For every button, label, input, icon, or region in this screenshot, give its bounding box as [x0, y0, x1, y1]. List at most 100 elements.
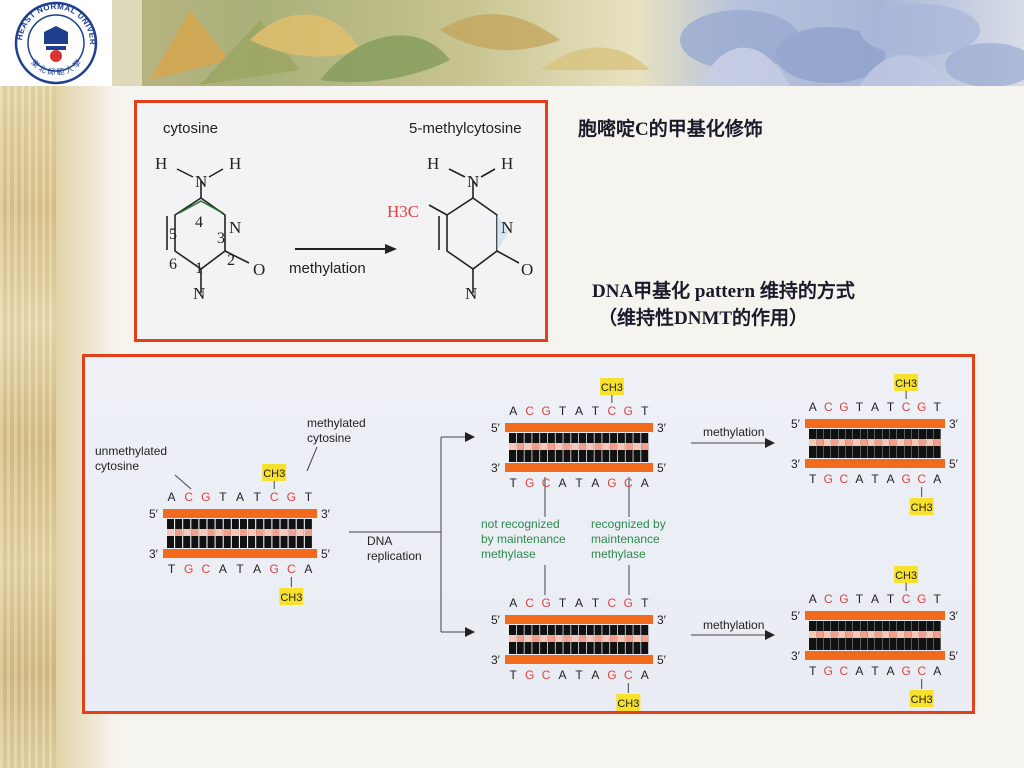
daughter-duplex-bottom-bottom-base-2: C — [542, 668, 551, 682]
svg-text:1: 1 — [195, 260, 203, 277]
methylated-duplex-top-top-base-6: C — [902, 400, 911, 414]
daughter-duplex-bottom-top-base-0: A — [509, 596, 517, 610]
methylated-duplex-bottom-rung-mid-4 — [838, 631, 846, 638]
dna-replication-svg: unmethylated cytosine methylated cytosin… — [95, 374, 959, 711]
svg-text:H: H — [229, 154, 241, 173]
daughter-duplex-top-bottom-base-0: T — [510, 476, 518, 490]
logo-box: NORTHEAST NORMAL UNIVERSITY 東 北 師 範 大 學 — [0, 0, 112, 86]
daughter-duplex-top-bottom-strand — [505, 463, 653, 472]
methylated-duplex-top-bottom-methyl: CH3 — [911, 502, 933, 514]
header-banner: NORTHEAST NORMAL UNIVERSITY 東 北 師 範 大 學 — [0, 0, 1024, 87]
daughter-duplex-bottom-top-strand — [505, 615, 653, 624]
daughter-duplex-top-bottom-base-1: G — [525, 476, 534, 490]
methylated-duplex-bottom-end-5-bottom: 5′ — [949, 649, 959, 663]
methylated-duplex-bottom-top-strand — [805, 611, 945, 620]
daughter-duplex-bottom-top-base-2: G — [541, 596, 550, 610]
daughter-duplex-bottom-bottom-base-0: T — [510, 668, 518, 682]
recognized-label-2: maintenance — [591, 532, 660, 546]
daughter-duplex-bottom-rung-mid-6 — [555, 635, 563, 642]
parent-duplex-rung-mid-4 — [199, 529, 207, 536]
daughter-duplex-top-rung-mid-4 — [540, 443, 548, 450]
methylated-duplex-top-rung-mid-4 — [838, 439, 846, 446]
methylated-duplex-top-rung-mid-17 — [933, 439, 941, 446]
daughter-duplex-bottom-rung-mid-16 — [633, 635, 641, 642]
svg-text:H: H — [501, 154, 513, 173]
parent-duplex-rung-mid-17 — [304, 529, 312, 536]
methylated-duplex-bottom-bottom-strand — [805, 651, 945, 660]
methylated-duplex-top-rung-mid-1 — [816, 439, 824, 446]
replication-label-2: replication — [367, 549, 422, 563]
methylated-duplex-top-top-base-0: A — [809, 400, 817, 414]
daughter-duplex-top-rung-mid-13 — [610, 443, 618, 450]
methylated-duplex-top-top-base-8: T — [934, 400, 942, 414]
methylated-duplex-top-top-base-5: T — [887, 400, 895, 414]
daughter-duplex-top-rung-mid-10 — [586, 443, 594, 450]
parent-duplex-top-base-7: G — [287, 490, 296, 504]
methylated-duplex-bottom-rung-mid-5 — [845, 631, 853, 638]
daughter-duplex-top-top-base-1: C — [525, 404, 534, 418]
daughter-duplex-top-top-methyl: CH3 — [601, 382, 623, 394]
dna-replication-figure: unmethylated cytosine methylated cytosin… — [82, 354, 975, 714]
daughter-duplex-bottom-end-3-top: 3′ — [657, 613, 667, 627]
daughter-duplex-top-bottom-base-8: A — [641, 476, 649, 490]
parent-duplex-rung-mid-12 — [264, 529, 272, 536]
methylated-duplex-bottom-rung-mid-7 — [860, 631, 868, 638]
daughter-duplex-top-top-base-5: T — [592, 404, 600, 418]
parent-duplex-bottom-base-3: A — [219, 562, 227, 576]
parent-duplex-rung-mid-13 — [272, 529, 280, 536]
parent-duplex-top-base-3: T — [219, 490, 227, 504]
methylcytosine-label: 5-methylcytosine — [409, 120, 522, 137]
methylated-duplex-bottom-rung-mid-11 — [889, 631, 897, 638]
parent-duplex-top-methyl: CH3 — [263, 468, 285, 480]
parent-duplex-rung-mid-3 — [191, 529, 199, 536]
methylated-duplex-bottom-rung-mid-13 — [904, 631, 912, 638]
daughter-duplex-bottom-rung-mid-15 — [625, 635, 633, 642]
daughter-duplex-bottom-bottom-base-1: G — [525, 668, 534, 682]
parent-duplex-rung-mid-8 — [231, 529, 239, 536]
daughter-duplex-bottom-top-base-4: A — [575, 596, 583, 610]
daughter-duplex-top-end-3-bottom: 3′ — [491, 461, 501, 475]
daughter-duplex-top-rung-mid-9 — [579, 443, 586, 450]
methylated-duplex-top-bottom-base-5: A — [887, 472, 895, 486]
daughter-duplex-top-end-3-top: 3′ — [657, 421, 667, 435]
methylated-duplex-top-top-base-1: C — [824, 400, 833, 414]
methylated-duplex-bottom-rung-mid-8 — [867, 631, 875, 638]
methylated-duplex-top-rung-mid-5 — [845, 439, 853, 446]
methylated-duplex-bottom-rung-mid-6 — [853, 631, 860, 638]
daughter-duplex-bottom-rung-mid-7 — [563, 635, 571, 642]
methylated-duplex-bottom-top-methyl-box — [894, 566, 919, 583]
daughter-duplex-bottom-top-base-3: T — [559, 596, 567, 610]
svg-text:5: 5 — [169, 226, 177, 243]
methylated-duplex-top-rung-mid-0 — [809, 439, 816, 446]
svg-text:6: 6 — [169, 256, 177, 273]
methylation-label-top: methylation — [703, 425, 764, 439]
svg-text:N: N — [193, 284, 205, 303]
methylated-duplex-bottom-top-base-0: A — [809, 592, 817, 606]
methylation-arrow-label: methylation — [289, 260, 366, 277]
methylated-duplex-bottom-bottom-methyl: CH3 — [911, 694, 933, 706]
parent-duplex-top-base-4: A — [236, 490, 244, 504]
not-recognized-label-2: by maintenance — [481, 532, 566, 546]
parent-duplex-bottom-methyl: CH3 — [280, 592, 302, 604]
daughter-duplex-bottom-top-base-6: C — [608, 596, 617, 610]
methylated-duplex-bottom-top-base-2: G — [839, 592, 848, 606]
parent-duplex-top-base-5: T — [253, 490, 261, 504]
daughter-duplex-bottom-rung-mid-13 — [610, 635, 618, 642]
daughter-duplex-top-top-base-0: A — [509, 404, 517, 418]
cytosine-methylation-figure: cytosine 5-methylcytosine methylation H … — [134, 100, 548, 342]
daughter-duplex-top-top-base-7: G — [624, 404, 633, 418]
daughter-duplex-top-bottom-base-7: C — [624, 476, 633, 490]
methylated-duplex-bottom-bottom-methyl-box — [909, 690, 934, 707]
daughter-duplex-top-rung-mid-3 — [532, 443, 540, 450]
methylated-duplex-bottom-rung-mid-1 — [816, 631, 824, 638]
methylated-duplex-top-rung-mid-13 — [904, 439, 912, 446]
daughter-duplex-bottom-rung-mid-1 — [516, 635, 524, 642]
methylated-duplex-top-end-5-top: 5′ — [791, 417, 801, 431]
methylated-duplex-top-bottom-base-7: C — [917, 472, 926, 486]
methylated-duplex-top-rung-mid-15 — [919, 439, 926, 446]
methylated-duplex-bottom-top-base-5: T — [887, 592, 895, 606]
methylated-duplex-top-top-strand — [805, 419, 945, 428]
methylated-duplex-bottom-end-3-bottom: 3′ — [791, 649, 801, 663]
parent-duplex-rung-mid-1 — [175, 529, 183, 536]
methylated-duplex-top-top-methyl: CH3 — [895, 378, 917, 390]
